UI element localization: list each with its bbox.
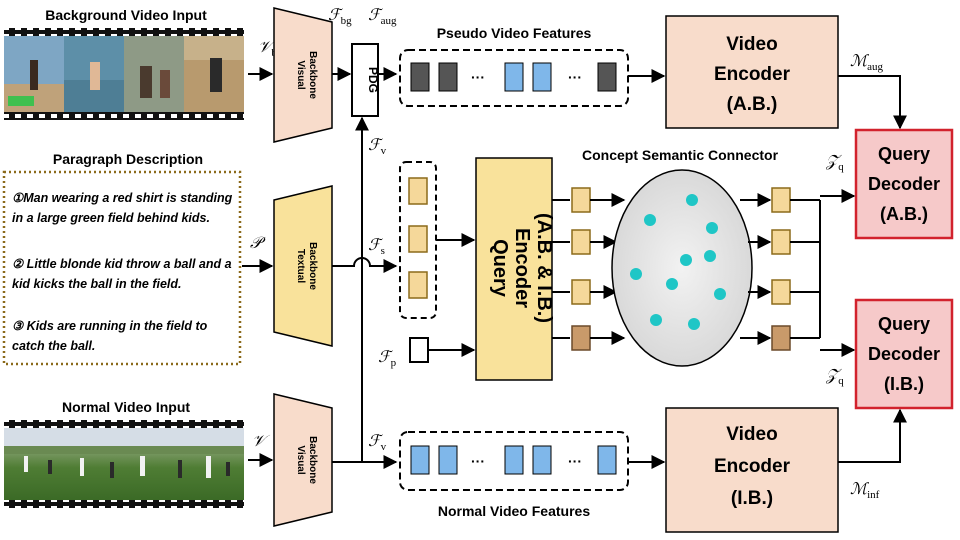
label-f-s: ℱs (368, 237, 385, 257)
normal-video-title: Normal Video Input (62, 399, 190, 415)
svg-text:Visual: Visual (295, 445, 306, 474)
svg-text:③ Kids are running in the fie: ③ Kids are running in the field to (12, 319, 208, 333)
svg-text:Query: Query (878, 314, 930, 334)
visual-backbone-top: Visual Backbone (273, 7, 333, 143)
svg-text:Video: Video (726, 424, 777, 445)
label-f-bg: ℱbg (328, 7, 352, 27)
svg-text:(I.B.): (I.B.) (884, 374, 924, 394)
pseudo-features-title: Pseudo Video Features (437, 25, 592, 41)
label-z-q-bottom: 𝒵q (825, 367, 844, 387)
query-encoder: Query Encoder (A.B. & I.B.) (475, 157, 555, 381)
label-f-v-bottom: ℱv (368, 433, 387, 453)
pdg-box: PDG (351, 43, 380, 117)
paragraph-title: Paragraph Description (53, 151, 203, 167)
normal-features-title: Normal Video Features (438, 503, 590, 519)
svg-text:catch the ball.: catch the ball. (12, 339, 95, 353)
svg-text:···: ··· (471, 453, 485, 469)
svg-text:Backbone: Backbone (307, 242, 318, 290)
svg-text:Backbone: Backbone (307, 436, 318, 484)
normal-features-box: ··· ··· (399, 431, 629, 491)
paragraph-box: ①Man wearing a red shirt is standing in … (2, 170, 242, 366)
svg-text:···: ··· (568, 69, 582, 85)
textual-backbone: Textual Backbone (273, 185, 333, 347)
svg-text:···: ··· (568, 453, 582, 469)
visual-backbone-bottom: Visual Backbone (273, 393, 333, 527)
svg-text:(A.B.): (A.B.) (880, 204, 928, 224)
svg-text:Backbone: Backbone (307, 51, 318, 99)
svg-text:Encoder: Encoder (714, 456, 791, 477)
svg-text:Video: Video (726, 34, 777, 55)
svg-text:PDG: PDG (366, 67, 380, 93)
background-video-filmstrip (4, 28, 244, 120)
connector-output-tokens (740, 187, 821, 351)
svg-text:Encoder: Encoder (714, 64, 791, 85)
pseudo-features-box: ··· ··· (399, 49, 629, 107)
concept-circle (611, 169, 753, 367)
svg-text:in a large green field behind: in a large green field behind kids. (12, 211, 210, 225)
query-decoder-ab: Query Decoder (A.B.) (854, 128, 954, 240)
label-v: 𝒱 (252, 433, 271, 450)
query-decoder-ib: Query Decoder (I.B.) (854, 298, 954, 410)
svg-text:(A.B. & I.B.): (A.B. & I.B.) (533, 213, 555, 323)
svg-text:Textual: Textual (295, 249, 306, 283)
prompt-token (409, 337, 429, 363)
svg-text:(A.B.): (A.B.) (727, 94, 778, 115)
svg-text:①Man wearing a red shirt is st: ①Man wearing a red shirt is standing (12, 191, 233, 205)
label-f-v-top: ℱv (368, 137, 387, 157)
label-m-inf: ℳinf (850, 481, 880, 501)
svg-text:kid kicks the ball in the fiel: kid kicks the ball in the field. (12, 277, 182, 291)
label-f-p: ℱp (378, 349, 397, 369)
background-video-title: Background Video Input (45, 7, 207, 23)
label-p: 𝒫 (250, 235, 266, 252)
svg-text:Encoder: Encoder (511, 228, 533, 308)
svg-text:Visual: Visual (295, 60, 306, 89)
svg-text:(I.B.): (I.B.) (731, 488, 773, 509)
query-token-rows (552, 187, 626, 351)
label-z-q-top: 𝒵q (825, 153, 844, 173)
video-encoder-ib: Video Encoder (I.B.) (665, 407, 839, 533)
arrow-m-inf (838, 408, 907, 463)
svg-text:Decoder: Decoder (868, 174, 940, 194)
text-feature-tokens (399, 161, 437, 319)
svg-text:···: ··· (471, 69, 485, 85)
arrow-fs (332, 257, 398, 273)
connector-title: Concept Semantic Connector (582, 147, 779, 163)
svg-text:Query: Query (489, 239, 511, 298)
svg-text:② Little blonde kid throw a ba: ② Little blonde kid throw a ball and a (12, 257, 232, 271)
label-m-aug: ℳaug (850, 53, 883, 73)
video-encoder-ab: Video Encoder (A.B.) (665, 15, 839, 129)
normal-video-filmstrip (4, 420, 244, 508)
svg-text:Decoder: Decoder (868, 344, 940, 364)
svg-text:Query: Query (878, 144, 930, 164)
label-f-aug: ℱaug (368, 7, 397, 27)
arrow-m-aug (838, 75, 907, 130)
